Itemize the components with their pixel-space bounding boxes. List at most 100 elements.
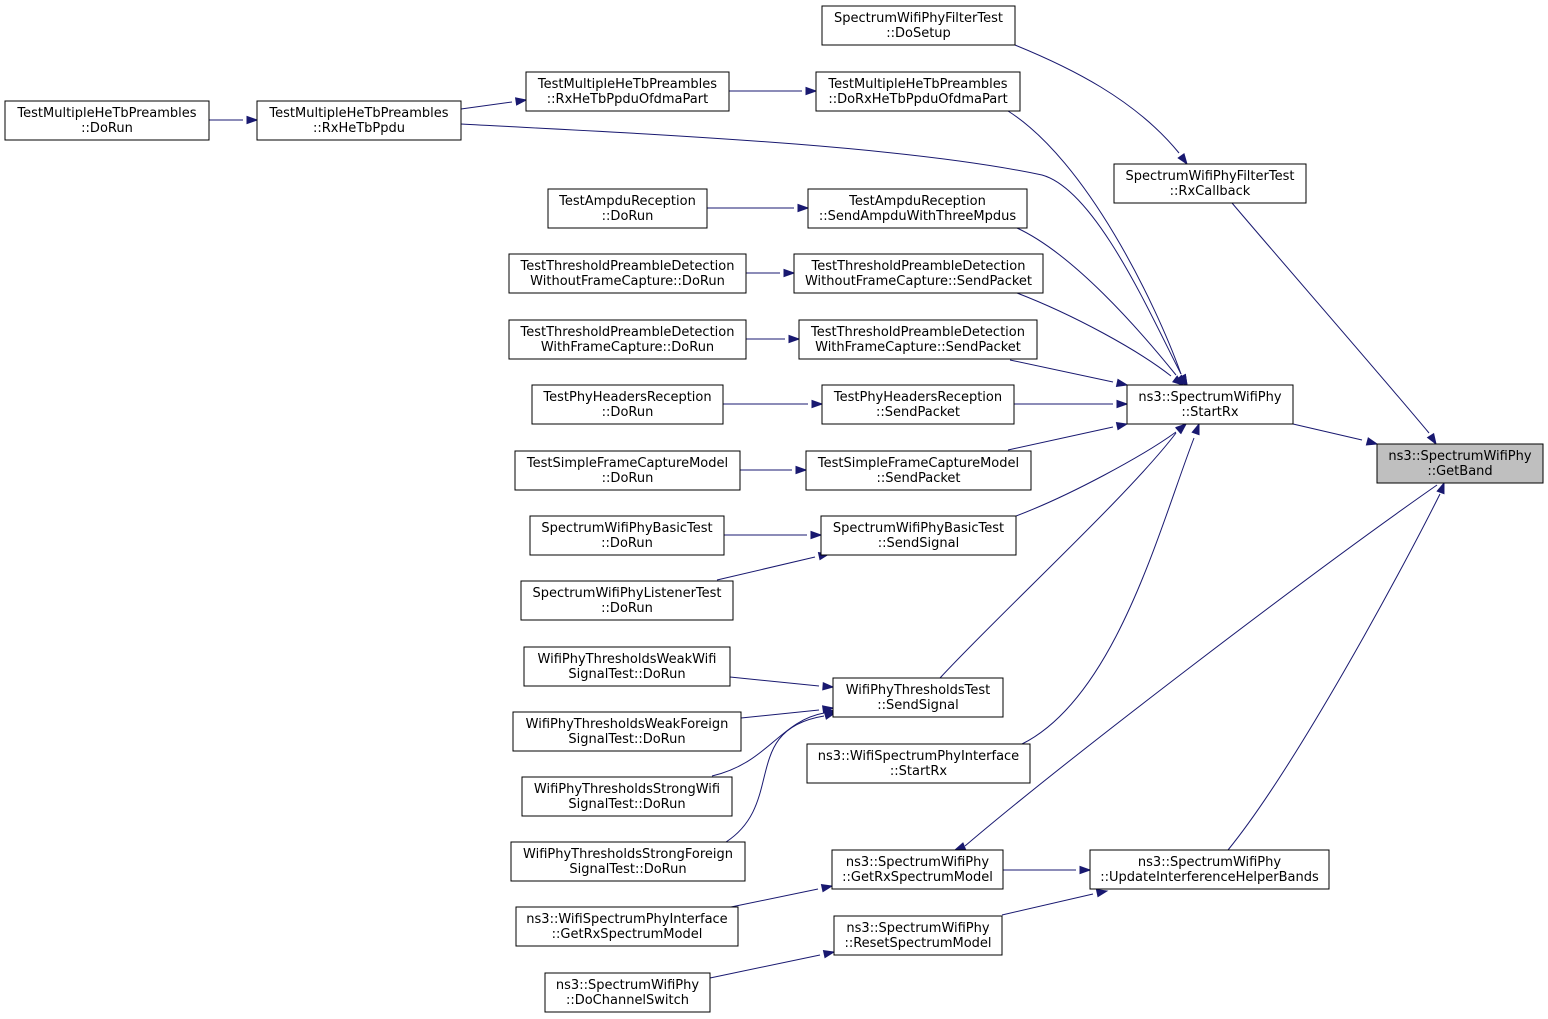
node-mhe-dorxofdma[interactable]: TestMultipleHeTbPreambles::DoRxHeTbPpduO…: [815, 71, 1021, 112]
node-label-line: ::DoSetup: [886, 26, 951, 41]
node-thr-send[interactable]: WifiPhyThresholdsTest::SendSignal: [832, 677, 1004, 718]
edge-line: [709, 954, 821, 979]
node-thr-weakforeign[interactable]: WifiPhyThresholdsWeakForeignSignalTest::…: [512, 711, 742, 752]
node-wspi-startrx[interactable]: ns3::WifiSpectrumPhyInterface::StartRx: [806, 743, 1031, 784]
node-label-line: ::DoRun: [81, 121, 133, 136]
arrowhead-icon: [514, 97, 528, 106]
node-label-line: ::SendSignal: [877, 698, 958, 713]
node-label-line: TestAmpduReception: [848, 194, 986, 209]
edge-line: [1227, 493, 1441, 851]
edge-line: [1009, 359, 1114, 383]
call-edge-getrxsm-to-updateihb: [1003, 865, 1092, 875]
node-dochannelswitch[interactable]: ns3::SpectrumWifiPhy::DoChannelSwitch: [544, 972, 711, 1013]
node-label-line: ns3::SpectrumWifiPhy: [1388, 449, 1531, 464]
node-box: [523, 646, 731, 687]
node-filter-rxcallback[interactable]: SpectrumWifiPhyFilterTest::RxCallback: [1113, 163, 1307, 204]
call-edge-startrx-to-getband: [1292, 423, 1379, 446]
edge-line: [939, 432, 1177, 679]
node-ampdu-dorun[interactable]: TestAmpduReception::DoRun: [547, 188, 708, 229]
node-tpd-wo-dorun[interactable]: TestThresholdPreambleDetectionWithoutFra…: [508, 253, 747, 294]
call-edge-tpd_w_send-to-startrx: [1009, 359, 1129, 388]
edge-line: [1014, 44, 1180, 154]
call-edge-getband-to-getrxsm: [953, 484, 1438, 851]
node-mhe-rxhetbppdu[interactable]: TestMultipleHeTbPreambles::RxHeTbPpdu: [256, 100, 462, 141]
edge-line: [1001, 893, 1094, 916]
node-sfc-dorun[interactable]: TestSimpleFrameCaptureModel::DoRun: [514, 450, 741, 491]
node-filter-dosetup[interactable]: SpectrumWifiPhyFilterTest::DoSetup: [821, 5, 1016, 46]
node-updateihb[interactable]: ns3::SpectrumWifiPhy::UpdateInterference…: [1089, 849, 1330, 890]
node-box: [529, 515, 725, 556]
call-edge-ampdu_send-to-startrx: [1016, 227, 1188, 387]
node-phr-dorun[interactable]: TestPhyHeadersReception::DoRun: [531, 384, 724, 425]
edge-line: [1015, 431, 1177, 517]
node-label-line: SpectrumWifiPhyFilterTest: [1126, 169, 1295, 184]
arrowhead-icon: [797, 203, 810, 213]
node-box: [821, 384, 1015, 425]
call-edge-thr_weakwifi-to-thr_send: [729, 676, 835, 691]
arrowhead-icon: [1175, 423, 1188, 435]
node-thr-strongforeign[interactable]: WifiPhyThresholdsStrongForeignSignalTest…: [510, 841, 746, 882]
node-sfc-send[interactable]: TestSimpleFrameCaptureModel::SendPacket: [805, 450, 1032, 491]
node-box: [508, 253, 747, 294]
node-basic-send[interactable]: SpectrumWifiPhyBasicTest::SendSignal: [820, 515, 1017, 556]
node-basic-dorun[interactable]: SpectrumWifiPhyBasicTest::DoRun: [529, 515, 725, 556]
node-listener-dorun[interactable]: SpectrumWifiPhyListenerTest::DoRun: [520, 580, 734, 621]
node-phr-send[interactable]: TestPhyHeadersReception::SendPacket: [821, 384, 1015, 425]
node-label-line: ::ResetSpectrumModel: [844, 936, 991, 951]
node-mhe-rxofdma[interactable]: TestMultipleHeTbPreambles::RxHeTbPpduOfd…: [525, 71, 730, 112]
call-edge-thr_send-to-startrx: [939, 423, 1188, 679]
node-label-line: SpectrumWifiPhyFilterTest: [834, 11, 1003, 26]
arrowhead-icon: [1426, 432, 1437, 446]
node-label-line: ::RxHeTbPpduOfdmaPart: [547, 92, 708, 107]
node-resetsm[interactable]: ns3::SpectrumWifiPhy::ResetSpectrumModel: [833, 915, 1003, 956]
call-edge-tpd_w_dorun-to-tpd_w_send: [746, 334, 801, 344]
call-edge-filter_dosetup-to-filter_rxcallback: [1014, 44, 1188, 166]
call-edge-mhe_rxhetbppdu-to-mhe_rxofdma: [460, 97, 528, 110]
node-box: [1376, 443, 1544, 484]
node-ampdu-send[interactable]: TestAmpduReception::SendAmpduWithThreeMp…: [807, 188, 1028, 229]
node-label-line: ::DoRun: [602, 471, 654, 486]
arrowhead-icon: [1172, 375, 1185, 386]
edge-layer: [209, 44, 1445, 979]
arrowhead-icon: [820, 883, 834, 893]
node-box: [805, 450, 1032, 491]
node-label-line: SignalTest::DoRun: [568, 797, 685, 812]
node-box: [531, 384, 724, 425]
node-label-line: WithoutFrameCapture::SendPacket: [805, 274, 1032, 289]
node-label-line: ::GetRxSpectrumModel: [842, 870, 993, 885]
call-edge-tpd_wo_dorun-to-tpd_wo_send: [746, 268, 796, 278]
edge-line: [964, 484, 1438, 847]
node-label-line: ::RxHeTbPpdu: [313, 121, 405, 136]
node-thr-weakwifi[interactable]: WifiPhyThresholdsWeakWifiSignalTest::DoR…: [523, 646, 731, 687]
node-label-line: ::DoRun: [601, 536, 653, 551]
node-label-line: ::GetRxSpectrumModel: [552, 927, 703, 942]
node-box: [544, 972, 711, 1013]
node-tpd-wo-send[interactable]: TestThresholdPreambleDetectionWithoutFra…: [793, 253, 1044, 294]
node-wspi-getrxsm[interactable]: ns3::WifiSpectrumPhyInterface::GetRxSpec…: [515, 906, 739, 947]
node-label-line: SpectrumWifiPhyListenerTest: [532, 586, 721, 601]
node-label-line: ::DoRun: [602, 209, 654, 224]
node-mhe-dorun[interactable]: TestMultipleHeTbPreambles::DoRun: [4, 100, 210, 141]
node-tpd-w-send[interactable]: TestThresholdPreambleDetectionWithFrameC…: [798, 319, 1038, 360]
call-edge-listener_dorun-to-basic_send: [716, 551, 831, 581]
node-thr-strongwifi[interactable]: WifiPhyThresholdsStrongWifiSignalTest::D…: [521, 776, 733, 817]
node-box: [256, 100, 462, 141]
edge-line: [1007, 426, 1114, 451]
node-label-line: TestMultipleHeTbPreambles: [537, 77, 717, 92]
edge-line: [1292, 423, 1363, 441]
node-box: [512, 711, 742, 752]
node-label-line: TestMultipleHeTbPreambles: [268, 106, 448, 121]
node-getrxsm[interactable]: ns3::SpectrumWifiPhy::GetRxSpectrumModel: [831, 849, 1004, 890]
arrowhead-icon: [810, 530, 823, 540]
node-label-line: TestMultipleHeTbPreambles: [16, 106, 196, 121]
call-edge-basic_dorun-to-basic_send: [724, 530, 823, 540]
node-box: [508, 319, 747, 360]
node-tpd-w-dorun[interactable]: TestThresholdPreambleDetectionWithFrameC…: [508, 319, 747, 360]
node-box: [1089, 849, 1330, 890]
call-edge-mhe_dorun-to-mhe_rxhetbppdu: [209, 115, 259, 125]
node-label-line: ::DoRun: [601, 601, 653, 616]
call-edge-phr_send-to-startrx: [1014, 399, 1129, 409]
call-edge-wspi_getrxsm-to-getrxsm: [730, 883, 834, 908]
node-startrx[interactable]: ns3::SpectrumWifiPhy::StartRx: [1126, 384, 1294, 425]
node-layer: ns3::SpectrumWifiPhy::GetBandSpectrumWif…: [4, 5, 1544, 1013]
